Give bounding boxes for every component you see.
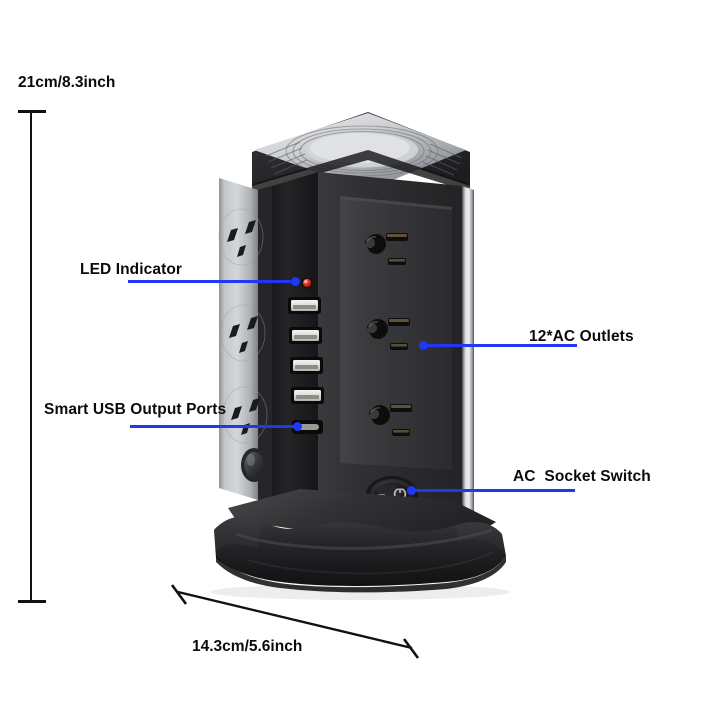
ac-outlet xyxy=(365,233,408,265)
callout-endpoint-ac-socket-switch xyxy=(407,486,416,495)
usb-a-port xyxy=(289,327,322,344)
tower-top-cap xyxy=(252,112,470,192)
led-indicator xyxy=(301,277,313,289)
callout-leader-ac-outlets xyxy=(423,344,577,347)
callout-endpoint-ac-outlets xyxy=(419,341,428,350)
tower-base xyxy=(214,489,506,593)
ac-outlet xyxy=(367,318,410,350)
base-port-knob xyxy=(241,448,267,482)
height-dimension-cap-bottom xyxy=(18,600,46,603)
callout-leader-led-indicator xyxy=(128,280,296,283)
depth-dimension-label: 14.3cm/5.6inch xyxy=(192,638,303,655)
usb-a-port xyxy=(291,387,324,404)
callout-leader-smart-usb-output-ports xyxy=(130,425,298,428)
tower-right-edge xyxy=(462,186,474,520)
height-dimension-label: 21cm/8.3inch xyxy=(18,74,116,91)
height-dimension-line xyxy=(30,110,33,602)
callout-endpoint-led-indicator xyxy=(291,277,300,286)
callout-label-led-indicator: LED Indicator xyxy=(80,261,183,278)
usb-a-port xyxy=(290,357,323,374)
callout-endpoint-smart-usb-output-ports xyxy=(293,422,302,431)
usb-a-port xyxy=(288,297,321,314)
left-universal-outlets xyxy=(218,208,268,444)
callout-label-ac-socket-switch: AC Socket Switch xyxy=(513,468,651,485)
front-outlet-plate xyxy=(340,196,452,470)
usb-a-ports xyxy=(288,297,324,404)
callout-leader-ac-socket-switch xyxy=(412,489,575,492)
universal-outlet xyxy=(220,304,266,362)
universal-outlet xyxy=(218,208,264,266)
universal-outlet xyxy=(222,386,268,444)
front-ac-outlets xyxy=(365,233,412,436)
ac-outlet xyxy=(369,404,412,436)
callout-label-smart-usb-output-ports: Smart USB Output Ports xyxy=(44,401,227,418)
tower-left-silver-panel xyxy=(219,178,258,500)
callout-label-ac-outlets: 12*AC Outlets xyxy=(529,328,634,345)
